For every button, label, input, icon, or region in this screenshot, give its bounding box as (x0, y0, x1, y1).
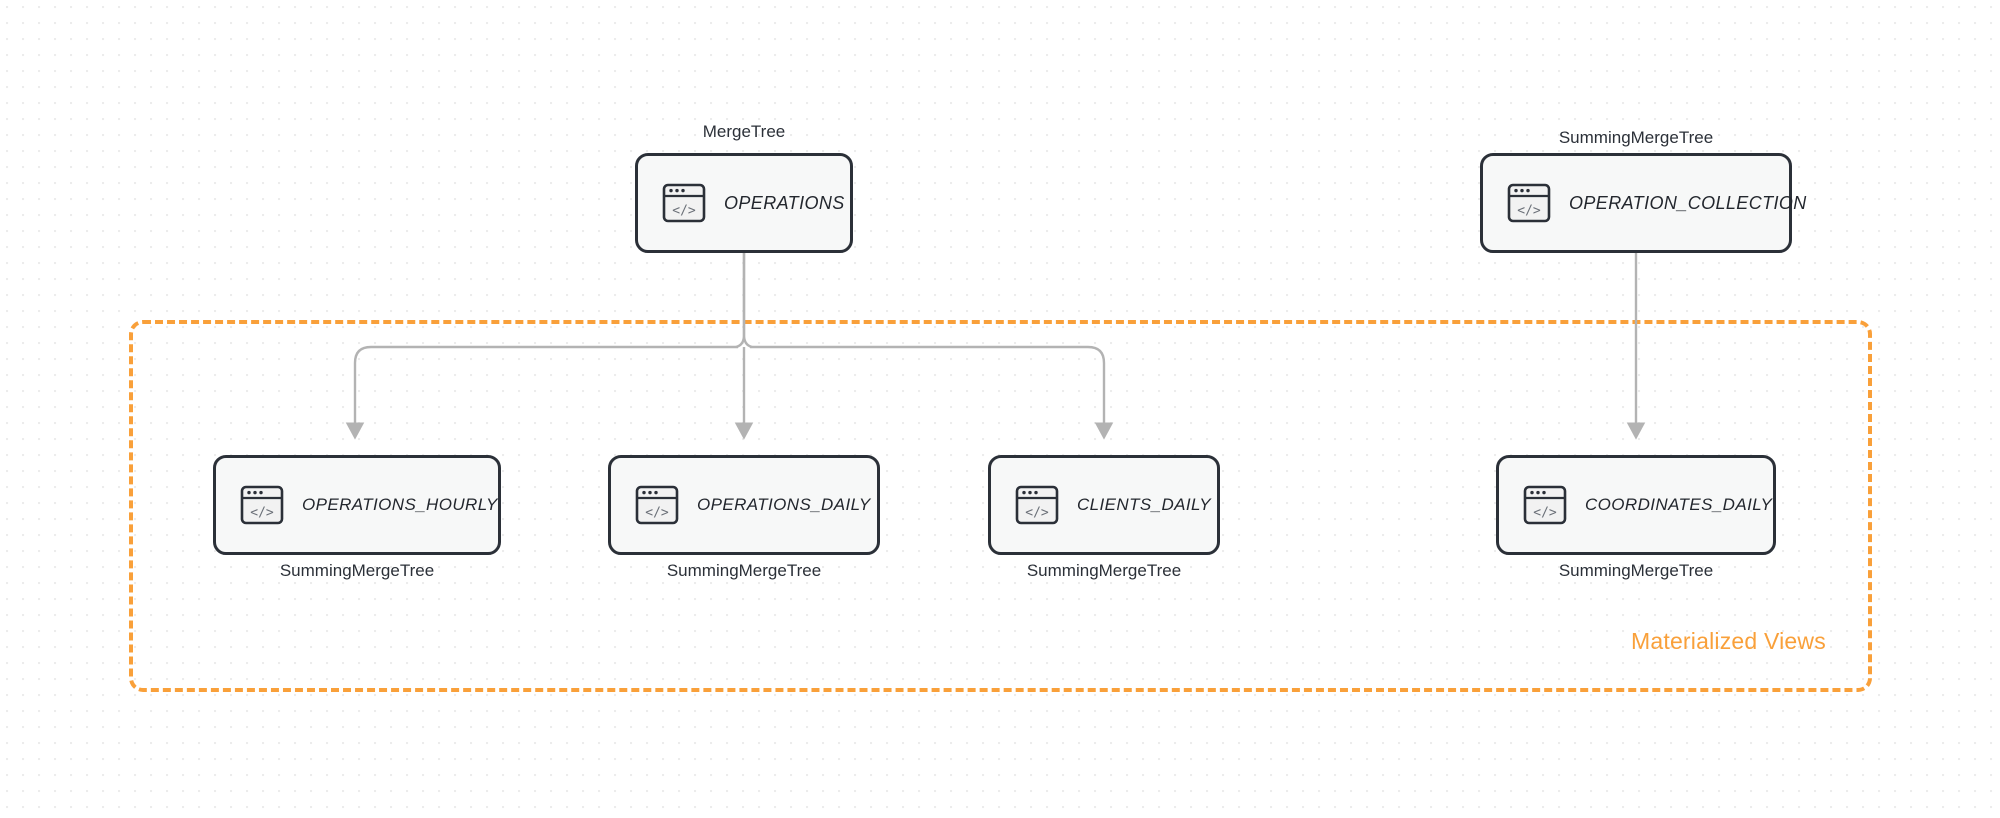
caption-operations-hourly-engine: SummingMergeTree (279, 561, 435, 580)
code-window-icon: </> (240, 484, 284, 526)
svg-text:</>: </> (250, 506, 274, 521)
code-window-icon: </> (1015, 484, 1059, 526)
code-window-icon: </> (635, 484, 679, 526)
node-operations-daily[interactable]: </> OPERATIONS_DAILY (608, 455, 880, 555)
node-clients-daily[interactable]: </> CLIENTS_DAILY (988, 455, 1220, 555)
node-operations-label: OPERATIONS (724, 192, 845, 213)
caption-operations-daily-engine: SummingMergeTree (666, 561, 822, 580)
node-clients-daily-label: CLIENTS_DAILY (1077, 495, 1212, 514)
svg-text:</>: </> (1533, 506, 1557, 521)
materialized-views-group-box (129, 320, 1872, 692)
node-operation-collection-label: OPERATION_COLLECTION (1569, 192, 1807, 213)
svg-text:</>: </> (1025, 506, 1049, 521)
node-coordinates-daily[interactable]: </> COORDINATES_DAILY (1496, 455, 1776, 555)
node-operations-hourly[interactable]: </> OPERATIONS_HOURLY (213, 455, 501, 555)
code-window-icon: </> (1507, 182, 1551, 224)
caption-clients-daily-engine: SummingMergeTree (1026, 561, 1182, 580)
node-operations-hourly-label: OPERATIONS_HOURLY (302, 495, 498, 514)
node-operations-daily-label: OPERATIONS_DAILY (697, 495, 871, 514)
node-coordinates-daily-label: COORDINATES_DAILY (1585, 495, 1773, 514)
svg-text:</>: </> (1517, 204, 1541, 219)
code-window-icon: </> (662, 182, 706, 224)
caption-coordinates-daily-engine: SummingMergeTree (1558, 561, 1714, 580)
materialized-views-group-label: Materialized Views (1631, 628, 1826, 654)
svg-text:</>: </> (672, 204, 696, 219)
code-window-icon: </> (1523, 484, 1567, 526)
node-operations[interactable]: </> OPERATIONS (635, 153, 853, 253)
caption-operation-collection-engine: SummingMergeTree (1558, 128, 1714, 147)
node-operation-collection[interactable]: </> OPERATION_COLLECTION (1480, 153, 1806, 253)
svg-text:</>: </> (645, 506, 669, 521)
caption-operations-engine: MergeTree (702, 122, 786, 141)
